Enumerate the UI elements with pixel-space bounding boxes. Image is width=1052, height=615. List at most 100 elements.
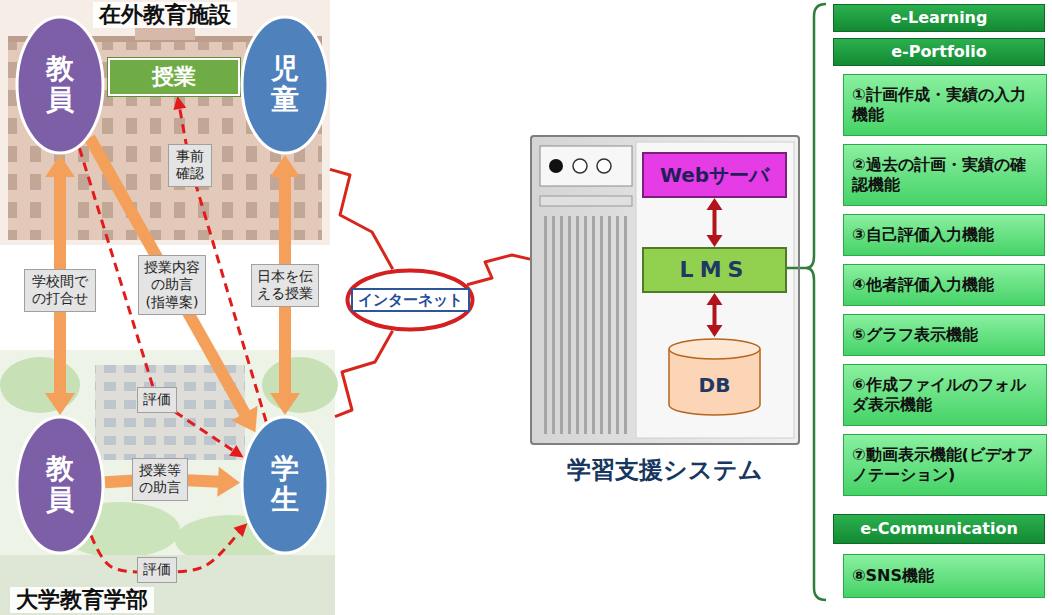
- function-box: ⑧SNS機能: [843, 554, 1045, 598]
- edge-label: 学校間での打合せ: [29, 273, 91, 308]
- data-arrow: [713, 206, 717, 238]
- edge-label-box: 学校間での打合せ: [24, 269, 96, 312]
- node-label: DB: [699, 357, 731, 397]
- edge-label-box: 事前確認: [168, 144, 212, 187]
- node-label: ⑧SNS機能: [852, 566, 934, 586]
- arrow-head: [229, 445, 243, 458]
- curly-brace: [806, 4, 826, 600]
- function-box: ⑦動画表示機能(ビデオアノテーション): [843, 434, 1047, 496]
- connector: [707, 198, 723, 247]
- node-label: 学生: [271, 454, 299, 516]
- arrow-head: [234, 523, 248, 537]
- side-panel: [636, 142, 794, 438]
- arrow-head: [707, 293, 723, 305]
- connector: [330, 169, 393, 269]
- database-cylinder: DB: [667, 337, 762, 417]
- node-label: ②過去の計画・実績の確認機能: [852, 155, 1038, 195]
- arrow-head: [707, 198, 723, 210]
- node-label: 児童: [271, 54, 299, 116]
- connector: [707, 293, 723, 337]
- edge-label-box: 評価: [137, 387, 177, 413]
- node-label: 学習支援システム: [567, 456, 763, 485]
- category-header: e-Learning: [833, 4, 1045, 32]
- person-ellipse: [242, 17, 328, 153]
- tree: [262, 357, 338, 413]
- bracket-leader: [785, 267, 806, 270]
- tower-case: [530, 135, 800, 445]
- person-circle: 教員: [15, 415, 105, 555]
- function-box: ③自己評価入力機能: [843, 214, 1045, 256]
- arrow-head: [707, 325, 723, 337]
- edge-label: 事前確認: [173, 148, 207, 183]
- thick-arrow: [90, 138, 248, 419]
- node-label: 大学教育学部: [10, 587, 154, 613]
- node-label: e-Communication: [860, 519, 1018, 539]
- edge-label-box: 日本を伝える授業: [251, 264, 319, 307]
- node-label: ⑤グラフ表示機能: [852, 325, 978, 345]
- data-arrow: [713, 301, 717, 328]
- node-label: ③自己評価入力機能: [852, 225, 994, 245]
- connector: [90, 138, 258, 433]
- person-circle: 学生: [240, 415, 330, 555]
- network-ring: [348, 271, 473, 330]
- arrow-head: [45, 155, 75, 177]
- function-bracket: [785, 4, 826, 600]
- drive-panel: [540, 146, 632, 186]
- function-box: ⑥作成ファイルのフォルダ表示機能: [843, 364, 1047, 426]
- edge-label-box: 評価: [137, 557, 177, 583]
- node-label: 在外教育施設: [93, 2, 237, 28]
- node-label: 授業: [152, 64, 196, 90]
- server-tower: 学習支援システムWebサーバLMSDB: [530, 135, 800, 445]
- power-button: [549, 159, 563, 173]
- lawn: [0, 555, 335, 615]
- arrow-head: [45, 393, 75, 415]
- edge-label-box: 授業内容の助言(指導案): [138, 255, 206, 316]
- arrow-head: [232, 406, 258, 433]
- dashed-arrow: [79, 148, 236, 452]
- process-box: Webサーバ: [642, 152, 787, 198]
- node-label: 教員: [46, 454, 74, 516]
- person-ellipse: [17, 17, 103, 153]
- node-label: e-Portfolio: [891, 42, 987, 62]
- network-link: [335, 331, 393, 417]
- arrow-head: [173, 96, 186, 110]
- node-label: ④他者評価入力機能: [852, 275, 994, 295]
- indicator: [573, 159, 587, 173]
- indicator: [597, 159, 611, 173]
- tree: [0, 357, 80, 413]
- edge-label: 授業内容の助言(指導案): [143, 259, 201, 312]
- person-circle: 教員: [15, 15, 105, 155]
- node-label: ①計画作成・実績の入力機能: [852, 85, 1038, 125]
- function-box: ⑤グラフ表示機能: [843, 314, 1045, 356]
- function-box: ①計画作成・実績の入力機能: [843, 74, 1047, 136]
- node-label: LMS: [680, 257, 750, 283]
- network-link: [330, 169, 393, 269]
- network-ellipse: インターネット: [345, 268, 475, 332]
- cylinder-top: [669, 339, 760, 359]
- node-label: ⑥作成ファイルのフォルダ表示機能: [852, 375, 1038, 415]
- edge-label: 評価: [142, 561, 172, 579]
- person-ellipse: [242, 417, 328, 553]
- person-circle: 児童: [240, 15, 330, 155]
- process-box: 授業: [108, 58, 240, 96]
- arrow-head: [270, 393, 300, 415]
- vent-grille: [542, 216, 632, 434]
- network-link: [467, 255, 530, 285]
- connector: [467, 255, 530, 285]
- arrow-head: [270, 155, 300, 177]
- node-label: インターネット: [351, 288, 470, 312]
- arrow-head: [217, 467, 240, 497]
- function-box: ④他者評価入力機能: [843, 264, 1045, 306]
- edge-label: 授業等の助言: [137, 462, 183, 497]
- node-label: 教員: [46, 54, 74, 116]
- edge-label: 日本を伝える授業: [256, 268, 314, 303]
- server-tower-picture: [530, 135, 800, 445]
- edge-label-box: 授業等の助言: [132, 458, 188, 501]
- node-label: Webサーバ: [660, 163, 769, 187]
- connector: [335, 331, 393, 417]
- function-box: ②過去の計画・実績の確認機能: [843, 144, 1047, 206]
- category-header: e-Communication: [833, 514, 1045, 544]
- site-region: 在外教育施設教員 授業 児童: [0, 0, 330, 245]
